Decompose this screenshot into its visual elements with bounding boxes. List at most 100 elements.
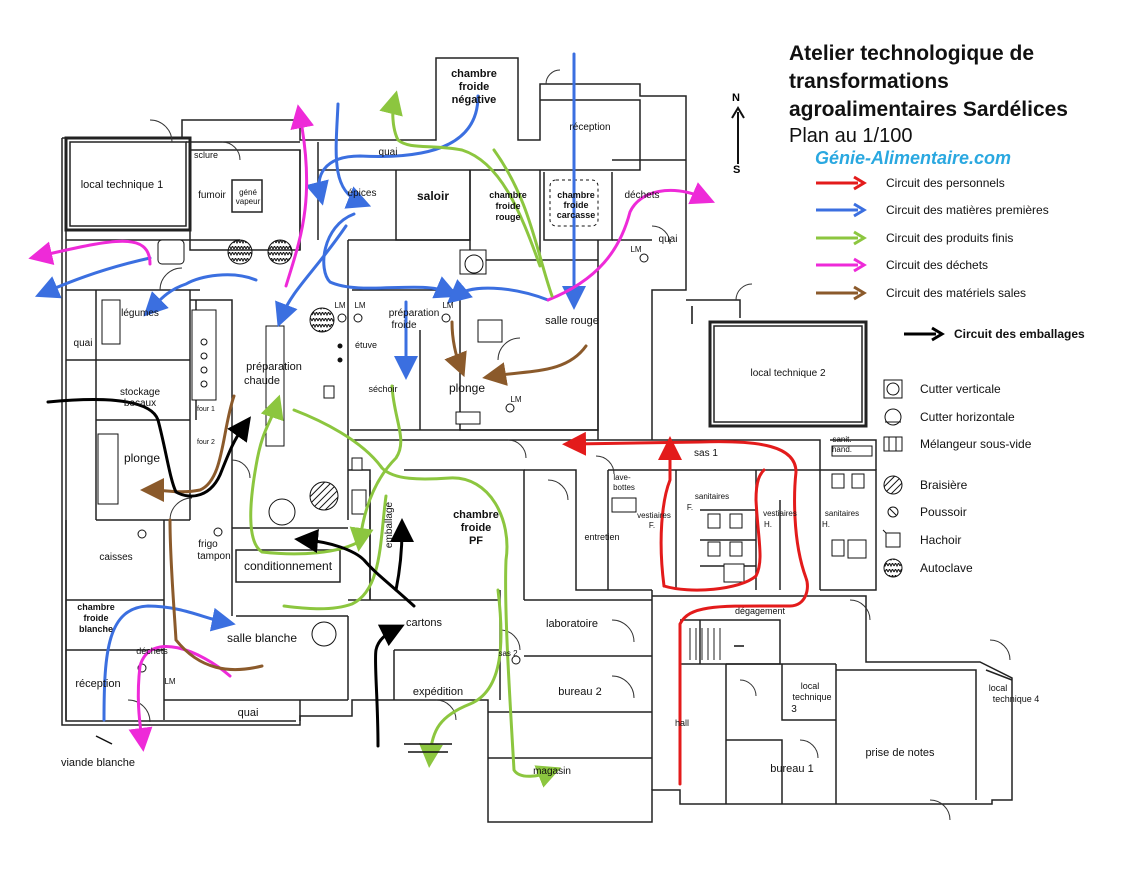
- legend-label: Circuit des emballages: [954, 327, 1085, 341]
- arrow-icon: [816, 230, 867, 246]
- legend-label: Cutter verticale: [920, 382, 1001, 396]
- lm-label: LM: [164, 677, 175, 686]
- legend-label: Circuit des personnels: [886, 176, 1005, 190]
- room-label: froide: [459, 81, 490, 93]
- vacuum-mixer-icon: [883, 436, 903, 452]
- room-label: préparation: [389, 308, 440, 319]
- room-label: sas 2: [498, 649, 518, 658]
- room-label: séchoir: [368, 384, 397, 394]
- room-label: épices: [348, 188, 377, 199]
- room-label: local technique 2: [750, 368, 825, 379]
- room-label: préparation: [246, 361, 302, 373]
- room-label: froide: [495, 201, 520, 211]
- legend-label: Autoclave: [920, 561, 973, 575]
- sink-icon: [157, 239, 185, 265]
- cutter-horizontal-icon: [884, 408, 902, 426]
- room-label: quai: [379, 147, 398, 158]
- room-label: froide: [83, 613, 108, 623]
- circuit-dechets: [28, 104, 715, 752]
- room-label: chambre: [557, 190, 595, 200]
- cutter-horizontal-icon: [311, 621, 337, 647]
- north-arrow-icon: [731, 106, 745, 164]
- room-label: sanit.: [832, 435, 851, 444]
- room-label: chambre: [489, 190, 527, 200]
- room-label: technique 4: [993, 694, 1040, 704]
- room-label: conditionnement: [244, 559, 333, 573]
- circuit-produits-finis: [249, 90, 562, 788]
- room-label: carcasse: [557, 210, 596, 220]
- room-label: sas 1: [694, 448, 718, 459]
- pusher-icon: [887, 506, 899, 518]
- room-label: réception: [569, 122, 610, 133]
- south-label: S: [733, 164, 741, 176]
- legend-label: Poussoir: [920, 505, 967, 519]
- circuit-personnels: [562, 431, 809, 786]
- legend-symbol: Cutter horizontale: [882, 406, 1122, 428]
- room-label: fumoir: [198, 190, 226, 201]
- legend-label: Circuit des produits finis: [886, 231, 1014, 245]
- room-label: sclure: [194, 150, 218, 160]
- compass: N S: [728, 92, 748, 182]
- room-label: lave-: [613, 473, 631, 482]
- legend-label: Circuit des déchets: [886, 258, 989, 272]
- room-label: légumes: [121, 308, 159, 319]
- room-label: bottes: [613, 483, 635, 492]
- circuit-emballages: [46, 398, 416, 748]
- legend-label: Cutter horizontale: [920, 410, 1015, 424]
- legend-symbol: Mélangeur sous-vide: [882, 433, 1122, 455]
- room-label: magasin: [533, 766, 571, 777]
- room-label: local: [989, 683, 1008, 693]
- legend-label: Circuit des matières premières: [886, 203, 1049, 217]
- legend-symbol: Braisière: [882, 474, 1122, 496]
- mincer-icon: [477, 319, 503, 343]
- room-label: négative: [452, 94, 497, 106]
- room-label: hand.: [832, 445, 852, 454]
- title-line-2: transformations: [789, 70, 949, 93]
- room-label: quai: [659, 234, 678, 245]
- arrow-icon: [816, 175, 867, 191]
- legend-label: Mélangeur sous-vide: [920, 437, 1032, 451]
- equipment: [97, 179, 873, 673]
- room-label: 3: [791, 704, 797, 715]
- room-label: prise de notes: [865, 747, 935, 759]
- room-label: caisses: [99, 552, 132, 563]
- lm-label: LM: [354, 301, 365, 310]
- room-label: réception: [75, 678, 120, 690]
- title-line-3: agroalimentaires Sardélices: [789, 98, 1068, 121]
- room-label: expédition: [413, 686, 463, 698]
- room-label: bureau 1: [770, 763, 813, 775]
- title-line-1: Atelier technologique de: [789, 42, 1035, 65]
- room-label: sanitaires: [695, 492, 729, 501]
- room-label: plonge: [124, 451, 160, 465]
- doors: [127, 69, 1011, 821]
- room-label: laboratoire: [546, 618, 598, 630]
- braising-pan-icon: [309, 481, 339, 511]
- room-label: local: [801, 681, 820, 691]
- legend-symbol: Cutter verticale: [882, 378, 1122, 400]
- room-label: four 1: [197, 406, 215, 413]
- room-label: PF: [469, 535, 483, 547]
- small-arrows: [95, 306, 744, 753]
- room-label: F.: [687, 503, 693, 512]
- room-label: chambre: [77, 602, 115, 612]
- mincer-icon: [882, 529, 901, 548]
- lm-label: LM: [510, 395, 521, 404]
- autoclave-icon: [267, 239, 293, 265]
- room-label: saloir: [417, 189, 449, 203]
- legend-label: Circuit des matériels sales: [886, 286, 1027, 300]
- legend-item: Circuit des matières premières: [814, 199, 1049, 221]
- braising-pan-icon: [883, 475, 903, 495]
- room-label: étuve: [355, 340, 377, 350]
- scale-label: Plan au 1/100: [789, 125, 913, 147]
- room-label: emballage: [384, 501, 395, 548]
- north-label: N: [732, 92, 740, 104]
- lm-label: LM: [334, 301, 345, 310]
- room-label: tampon: [197, 551, 230, 562]
- room-label: froide: [391, 320, 416, 331]
- room-label: chaude: [244, 375, 280, 387]
- room-label: chambre: [453, 509, 499, 521]
- title-block: Atelier technologique de transformations…: [789, 40, 1124, 148]
- legend-label: Hachoir: [920, 533, 962, 547]
- legend-item: Circuit des personnels: [814, 172, 1005, 194]
